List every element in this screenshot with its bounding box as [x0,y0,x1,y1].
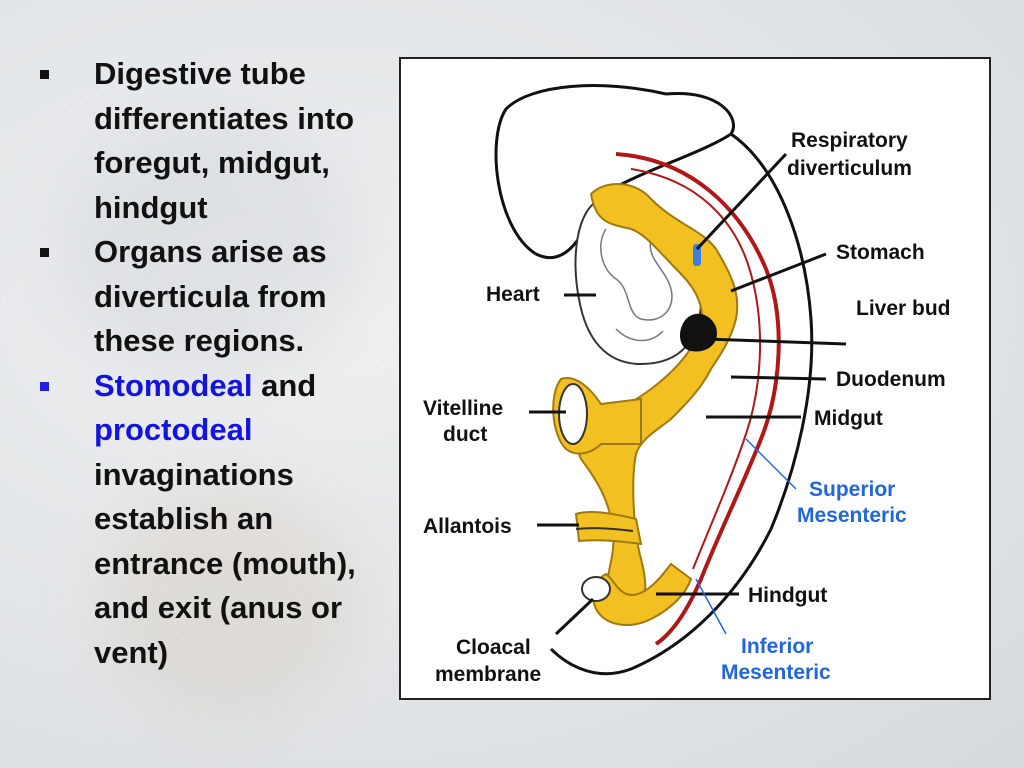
label-cloacal: membrane [435,663,541,686]
cloaca [592,562,693,626]
label-stomach: Stomach [836,241,925,264]
label-inferior-mesenteric: Mesenteric [721,661,831,684]
heart-inner [615,328,664,342]
label-cloacal: Cloacal [456,636,531,659]
bullet-text: invaginations establish an entrance (mou… [94,456,356,670]
bullet-text: Organs arise as diverticula from these r… [94,234,327,358]
head-fold [665,91,735,135]
cloacal-membrane-shape [581,576,611,602]
highlight-term: proctodeal [94,412,253,447]
respiratory-bud [693,244,701,266]
label-hindgut: Hindgut [748,584,827,607]
label-vitelline: Vitelline [423,397,503,420]
label-superior-mesenteric: Mesenteric [797,504,907,527]
embryo-outline [494,84,814,676]
leader-line [695,152,788,251]
label-allantois: Allantois [423,515,512,538]
leader-line [730,252,827,293]
label-liver-bud: Liver bud [856,297,951,320]
bullet-item: Organs arise as diverticula from these r… [36,230,386,364]
label-respiratory: diverticulum [787,157,912,180]
mesenteric-leader [745,438,797,490]
highlight-term: Stomodeal [94,367,253,403]
bullet-text: Digestive tube differentiates into foreg… [94,56,355,225]
label-heart: Heart [486,283,540,306]
square-bullet-icon [40,248,49,257]
label-midgut: Midgut [814,407,883,430]
label-superior-mesenteric: Superior [809,478,895,501]
background-blob [100,480,360,720]
bullet-text: and [252,367,317,403]
dorsal-aorta-inner [630,168,762,570]
mesenteric-leader [695,578,727,635]
background-blob [60,120,360,380]
heart-inner [600,228,673,321]
label-respiratory: Respiratory [791,129,908,152]
allantois-outline [575,527,634,532]
label-duodenum: Duodenum [836,368,946,391]
embryo-gut-diagram: Respiratory diverticulum Stomach Liver b… [399,57,991,700]
leader-line [705,337,847,346]
square-bullet-icon [40,70,49,79]
bullet-item: Stomodeal and proctodeal invaginations e… [36,364,386,676]
leader-line [554,597,595,636]
bullet-item: Digestive tube differentiates into foreg… [36,52,386,230]
label-inferior-mesenteric: Inferior [741,635,813,658]
diagram-svg: Respiratory diverticulum Stomach Liver b… [423,84,951,686]
square-bullet-icon [40,381,49,391]
bullet-list: Digestive tube differentiates into foreg… [36,52,386,675]
leader-line [730,375,827,381]
liver-bud-shape [679,313,717,352]
label-vitelline: duct [443,423,487,446]
vitelline-opening [558,383,588,445]
